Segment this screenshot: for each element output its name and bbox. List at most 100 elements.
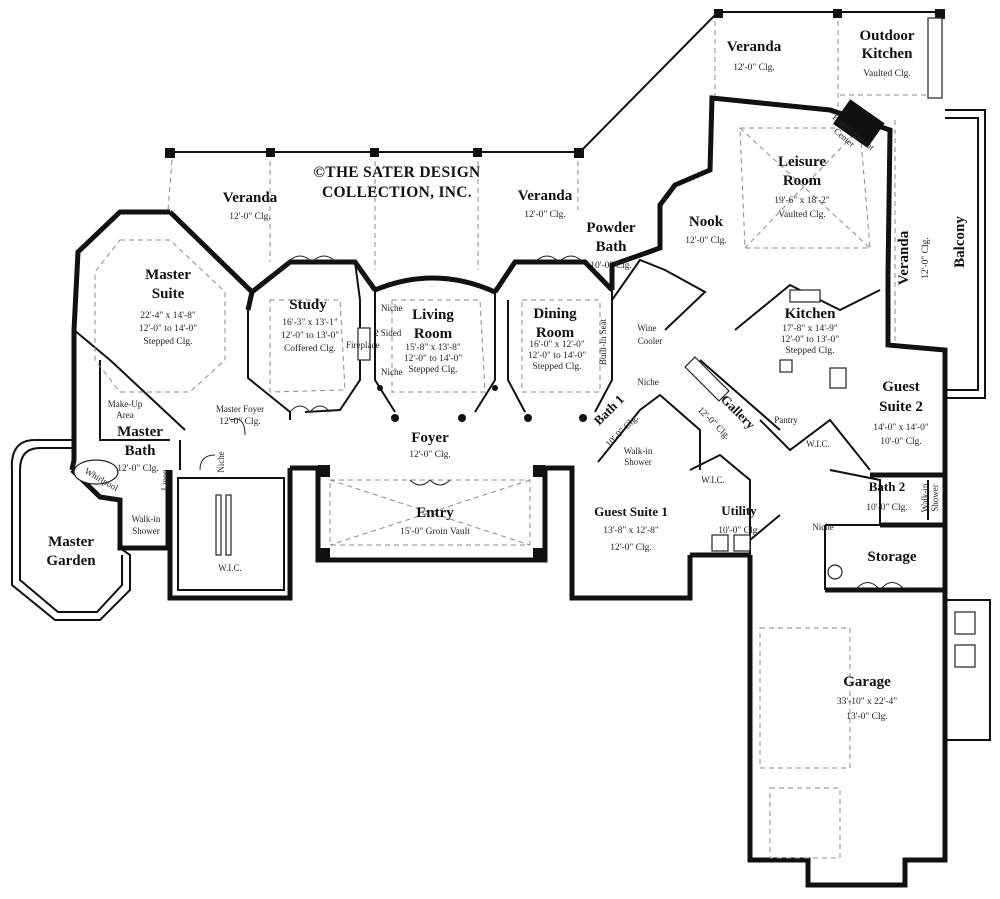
nook-label: Nook (689, 214, 724, 230)
utility-label: Utility (721, 503, 757, 518)
whirlpool-tub (73, 459, 119, 485)
island-sink (779, 359, 793, 373)
outdoor-kitchen-ceiling: Vaulted Clg. (863, 69, 911, 79)
leisure-room-ceiling: Vaulted Clg. (778, 210, 826, 220)
wic-kitchen-label: W.I.C. (806, 439, 829, 449)
living-room-size: 15'-8" x 13'-8" (405, 343, 461, 353)
dryer (733, 534, 751, 552)
guest-suite-2-label-2: Suite 2 (879, 399, 923, 415)
powder-bath-ceiling: 10'-0" Clg. (590, 261, 631, 271)
study-ceiling-2: Coffered Clg. (284, 343, 336, 354)
cooktop (829, 367, 847, 389)
garage-ceiling: 13'-0" Clg. (846, 712, 887, 722)
entry-ceiling: 15'-0" Groin Vault (400, 527, 470, 537)
leisure-room-label-2: Room (783, 173, 822, 189)
master-bath-label-1: Master (117, 424, 163, 440)
fireplace (357, 327, 371, 361)
garage-label: Garage (843, 674, 891, 690)
balcony-outline (945, 109, 986, 399)
master-garden-label-1: Master (48, 534, 94, 550)
master-bath-label-2: Bath (125, 443, 157, 459)
kitchen-ceiling-1: 12'-0" to 13'-0" (781, 335, 839, 345)
kitchen-counter (684, 356, 730, 402)
dining-room-ceiling-2: Stepped Clg. (532, 362, 581, 372)
interior-walls (73, 258, 945, 590)
entry-label: Entry (416, 505, 454, 521)
master-suite-ceiling-2: Stepped Clg. (143, 337, 192, 347)
outdoor-kitchen-counter (927, 17, 943, 99)
ceiling-dashes (94, 127, 871, 859)
guest-suite-2-ceiling: 10'-0" Clg. (880, 437, 921, 447)
copyright-line-2: COLLECTION, INC. (322, 184, 472, 201)
guest-suite-1-ceiling: 12'-0" Clg. (610, 543, 651, 553)
study-label: Study (289, 297, 327, 313)
dining-room-size: 16'-0" x 12'-0" (529, 340, 585, 350)
veranda-left-ceiling: 12'-0" Clg. (229, 212, 270, 222)
niche-label-utility: Niche (812, 522, 834, 532)
master-suite-ceiling-1: 12'-0" to 14'-0" (139, 324, 197, 334)
balcony-outline-inner (945, 117, 979, 391)
master-foyer-ceiling: 12'-0" Clg. (219, 417, 260, 427)
veranda-right-label: Veranda (896, 230, 912, 285)
veranda-center-ceiling: 12'-0" Clg. (524, 210, 565, 220)
wic-rod (215, 494, 222, 556)
storage-label: Storage (867, 549, 916, 565)
washer (711, 534, 729, 552)
doors (199, 255, 906, 591)
foyer-label: Foyer (411, 430, 449, 446)
niche-label-living-top: Niche (381, 303, 403, 313)
wine-cooler-label-1: Wine (637, 323, 656, 333)
master-suite-label-2: Suite (152, 286, 185, 302)
living-room-label-2: Room (414, 326, 453, 342)
powder-bath-label-1: Powder (586, 220, 635, 236)
wic-master-label: W.I.C. (218, 563, 241, 573)
study-ceiling-1: 12'-0" to 13'-0" (281, 331, 339, 341)
veranda-right-ceiling: 12'-0" Clg. (921, 237, 931, 278)
leisure-room-label-1: Leisure (778, 154, 826, 170)
guest-suite-2-size: 14'-0" x 14'-0" (873, 423, 929, 433)
bath-2-ceiling: 10'-0" Clg. (866, 503, 907, 513)
outdoor-kitchen-label-1: Outdoor (859, 28, 914, 44)
foyer-ceiling: 12'-0" Clg. (409, 450, 450, 460)
built-in-seat-label: Built-In Seat (598, 318, 608, 365)
garage-windows (944, 599, 991, 741)
master-foyer-label: Master Foyer (216, 404, 264, 414)
wic-guest1-label: W.I.C. (701, 475, 724, 485)
walk-in-shower-b1-label-1: Walk-in (624, 446, 653, 456)
make-up-area-label-1: Make-Up (108, 399, 143, 409)
master-garden-outline-inner (19, 447, 123, 613)
guest-suite-1-label: Guest Suite 1 (594, 504, 668, 519)
walk-in-shower-master-label-1: Walk-in (132, 514, 161, 524)
copyright-line-1: ©THE SATER DESIGN (313, 164, 480, 181)
foyer-columns (318, 385, 587, 560)
study-size: 16'-3" x 13'-1" (282, 318, 338, 328)
linen-label: Linen (160, 469, 170, 490)
guest-suite-2-label-1: Guest (882, 379, 920, 395)
bath-2-label: Bath 2 (869, 479, 905, 494)
powder-bath-label-2: Bath (596, 239, 628, 255)
kitchen-ceiling-2: Stepped Clg. (785, 346, 834, 356)
niche-label-master-foyer: Niche (216, 451, 226, 473)
niche-label-living-bottom: Niche (381, 367, 403, 377)
fireplace-label-2: Fireplace (346, 340, 379, 350)
veranda-outlines (167, 11, 945, 345)
balcony-label: Balcony (952, 216, 968, 268)
wic-rod-2 (225, 494, 232, 556)
living-room-ceiling-2: Stepped Clg. (408, 365, 457, 375)
kitchen-sink (789, 289, 821, 303)
living-room-ceiling-1: 12'-0" to 14'-0" (404, 354, 462, 364)
entertainment-center-unit (833, 99, 885, 148)
fireplace-label-1: 2 Sided (374, 328, 402, 338)
kitchen-size: 17'-8" x 14'-9" (782, 324, 838, 334)
outdoor-kitchen-label-2: Kitchen (862, 46, 913, 62)
veranda-left-label: Veranda (223, 190, 278, 206)
utility-ceiling: 10'-0" Clg. (718, 526, 759, 536)
living-room-label-1: Living (412, 307, 454, 323)
guest-suite-1-size: 13'-8" x 12'-8" (603, 526, 659, 536)
veranda-top-ceiling: 12'-0" Clg. (733, 63, 774, 73)
veranda-posts (165, 9, 945, 158)
walk-in-shower-master-label-2: Shower (132, 526, 160, 536)
dining-room-label-2: Room (536, 325, 575, 341)
nook-ceiling: 12'-0" Clg. (685, 236, 726, 246)
